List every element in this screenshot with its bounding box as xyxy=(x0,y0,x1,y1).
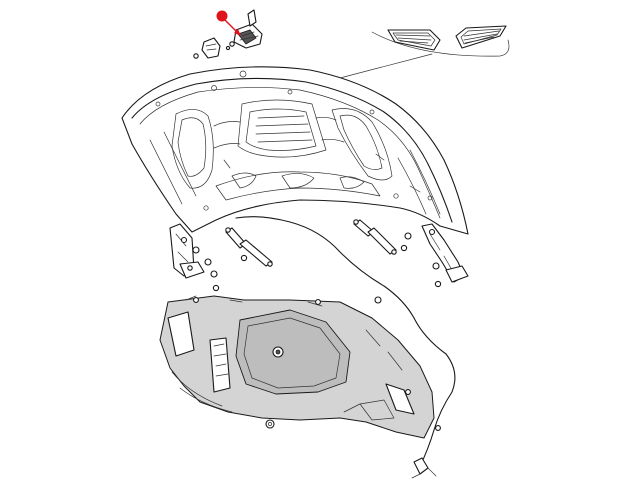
vent-leader-line xyxy=(339,53,433,79)
fasteners xyxy=(192,232,442,429)
washer-hose[interactable] xyxy=(235,216,456,467)
hood-insulator[interactable] xyxy=(159,295,435,439)
hood-panel[interactable] xyxy=(121,66,469,235)
lift-support-left[interactable] xyxy=(225,227,273,267)
lift-support-right[interactable] xyxy=(353,219,397,255)
hood-latch-assembly[interactable] xyxy=(225,9,263,51)
latch-bracket[interactable] xyxy=(193,37,221,59)
hood-hinge-right[interactable] xyxy=(421,223,469,283)
callout-marker xyxy=(216,10,241,36)
hood-hinge-left[interactable] xyxy=(169,223,205,279)
hood-scoop-vents[interactable] xyxy=(371,25,510,57)
washer-hose-connector[interactable] xyxy=(411,425,441,479)
